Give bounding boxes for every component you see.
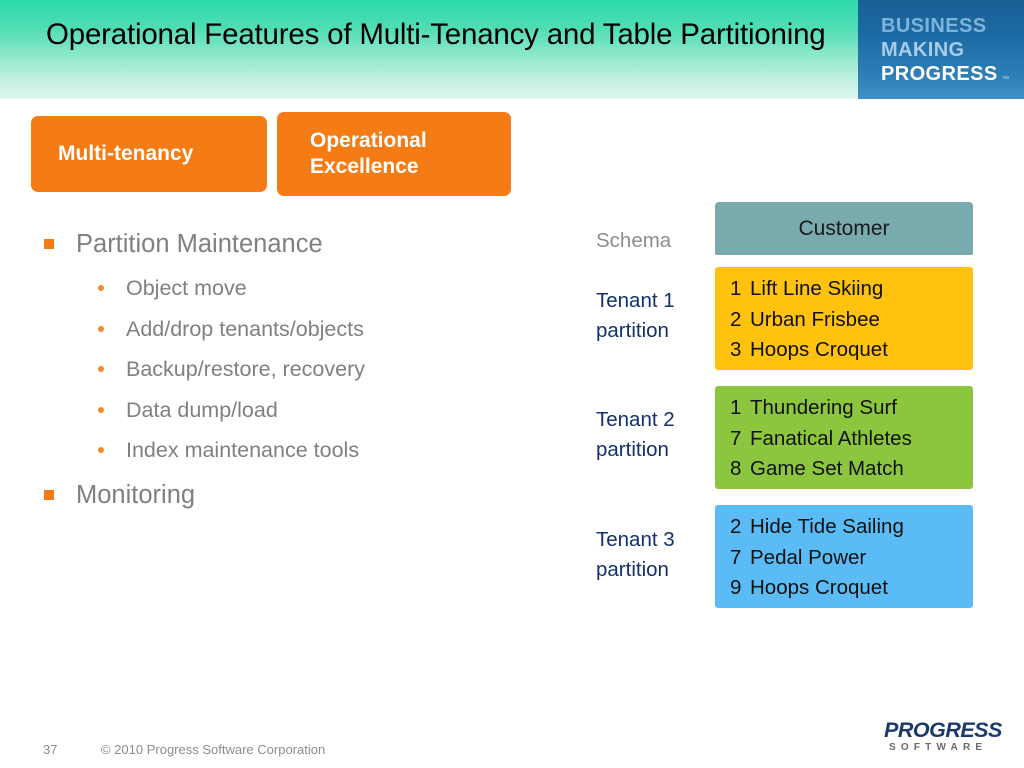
bullet-level2: Add/drop tenants/objects — [40, 309, 560, 350]
row-id: 7 — [730, 545, 742, 569]
bullet-level2: Data dump/load — [40, 390, 560, 431]
row-id: 7 — [730, 426, 742, 450]
bullet-level2-label: Backup/restore, recovery — [126, 357, 365, 381]
dot-bullet-icon — [98, 406, 104, 413]
page-title: Operational Features of Multi-Tenancy an… — [46, 18, 826, 51]
table-row: 3 Hoops Croquet — [730, 335, 973, 366]
trademark-symbol: ™ — [1002, 76, 1009, 83]
table-row: 8 Game Set Match — [730, 454, 973, 485]
row-id: 2 — [730, 307, 742, 331]
dot-bullet-icon — [98, 366, 104, 372]
row-id: 9 — [730, 576, 742, 599]
row-name: Lift Line Skiing — [750, 277, 884, 300]
dot-bullet-icon — [98, 285, 104, 291]
tag-operational-excellence: Operational Excellence — [277, 112, 511, 196]
row-name: Thundering Surf — [750, 396, 898, 419]
bullet-level1: Partition Maintenance — [40, 220, 560, 268]
bullet-level2: Backup/restore, recovery — [40, 349, 560, 390]
tenant-3-partition-box: 2 Hide Tide Sailing 7 Pedal Power 9 Hoops C… — [715, 505, 973, 608]
row-name: Urban Frisbee — [750, 307, 880, 331]
table-row: 7 Pedal Power — [730, 543, 973, 574]
bullet-level1: Monitoring — [40, 471, 560, 519]
brand-logo-block: BUSINESS MAKING PROGRESS ™ — [858, 0, 1024, 99]
row-id: 3 — [730, 338, 742, 361]
square-bullet-icon — [44, 489, 54, 500]
row-id: 2 — [730, 515, 742, 538]
table-header-label: Customer — [798, 216, 890, 240]
row-id: 8 — [730, 457, 742, 480]
table-header-box: Customer — [715, 202, 973, 255]
brand-line-progress: PROGRESS — [881, 63, 998, 85]
square-bullet-icon — [44, 239, 54, 249]
tag-operational-excellence-label: Operational Excellence — [310, 129, 427, 178]
row-name: Hoops Croquet — [750, 338, 888, 361]
bullet-level2: Index maintenance tools — [40, 430, 560, 471]
page-number: 37 — [43, 742, 58, 757]
tag-multi-tenancy-label: Multi-tenancy — [58, 142, 194, 165]
row-id: 1 — [730, 277, 742, 300]
bullet-level2: Object move — [40, 268, 560, 309]
row-name: Pedal Power — [750, 545, 867, 569]
tenant-1-partition-box: 1 Lift Line Skiing 2 Urban Frisbee 3 Hoops … — [715, 267, 973, 370]
bullet-level2-label: Object move — [126, 276, 247, 300]
tenant-3-label: Tenant 3 partition — [596, 528, 675, 581]
tenant-2-partition-box: 1 Thundering Surf 7 Fanatical Athletes 8 Ga… — [715, 386, 973, 489]
tenant-2-label: Tenant 2 partition — [596, 408, 675, 461]
bullet-level2-label: Add/drop tenants/objects — [126, 316, 364, 341]
row-name: Fanatical Athletes — [750, 426, 912, 450]
progress-software-logo: PROGRESS SOFTWARE — [884, 718, 1002, 754]
bullet-level2-label: Index maintenance tools — [126, 438, 360, 462]
bullet-level1-label: Monitoring — [76, 480, 196, 509]
slide-header-band — [0, 0, 1024, 99]
table-row: 9 Hoops Croquet — [730, 573, 973, 604]
tenant-1-label: Tenant 1 partition — [596, 289, 675, 342]
partition-diagram: Schema Tenant 1 partition Tenant 2 parti… — [596, 200, 986, 612]
tag-multi-tenancy: Multi-tenancy — [31, 116, 267, 192]
brand-line-business: BUSINESS — [881, 15, 987, 37]
dot-bullet-icon — [98, 325, 104, 332]
copyright-notice: © 2010 Progress Software Corporation — [101, 742, 326, 757]
progress-software-subtext: SOFTWARE — [889, 742, 988, 753]
dot-bullet-icon — [98, 447, 104, 453]
bullet-list: Partition Maintenance Object move Add/dr… — [40, 220, 560, 519]
row-name: Hoops Croquet — [750, 576, 888, 599]
table-row: 7 Fanatical Athletes — [730, 424, 973, 455]
table-row: 2 Urban Frisbee — [730, 305, 973, 336]
table-row: 1 Lift Line Skiing — [730, 274, 973, 305]
table-row: 1 Thundering Surf — [730, 393, 973, 424]
row-name: Game Set Match — [750, 457, 904, 480]
progress-wordmark: PROGRESS — [884, 718, 1002, 742]
bullet-level1-label: Partition Maintenance — [76, 230, 323, 258]
table-row: 2 Hide Tide Sailing — [730, 512, 973, 543]
row-name: Hide Tide Sailing — [750, 515, 904, 538]
bullet-level2-label: Data dump/load — [126, 397, 278, 422]
row-id: 1 — [730, 396, 742, 419]
brand-line-making: MAKING — [881, 39, 965, 61]
schema-label: Schema — [596, 229, 672, 252]
